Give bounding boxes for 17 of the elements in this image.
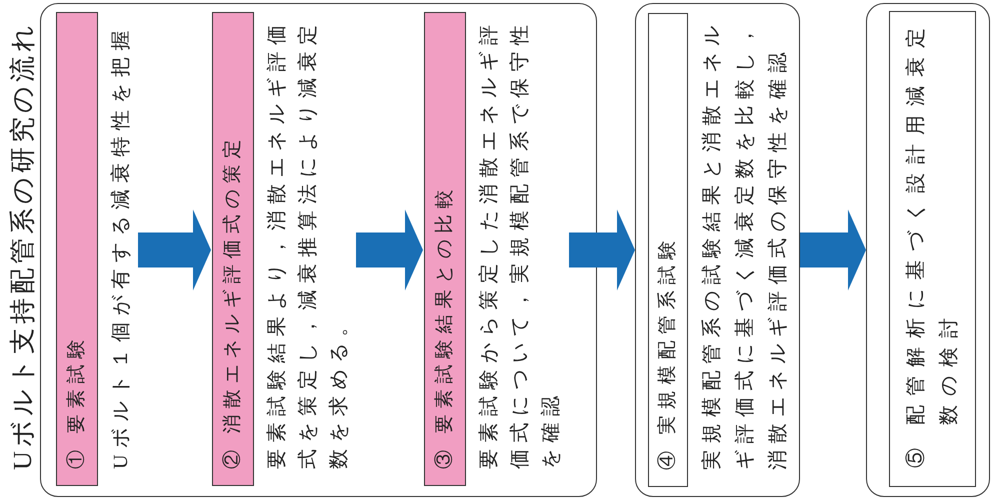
step-header: ② 消散エネルギ評価式の策定 [212, 12, 254, 486]
arrow [356, 210, 423, 290]
step-header: ① 要素試験 [56, 12, 98, 486]
step-header: ③ 要素試験結果との比較 [424, 12, 466, 486]
step-description: 要素試験から策定した消散エネルギ評価式について，実規模配管系で保守性を確認 [477, 18, 563, 469]
conclusion-box: ⑤ 配管解析に基づく設計用減衰定数の検討 [889, 11, 976, 487]
step-description: Uボルト１個が有する減衰特性を把握 [109, 23, 133, 469]
step-description: 要素試験結果より，消散エネルギ評価式を策定し，減衰推算法により減衰定数を求める。 [265, 18, 351, 469]
step-description: 実規模配管系の試験結果と消散エネルギ評価式に基づく減衰定数を比較し，消散エネルギ評価式の保守性を確認 [700, 18, 790, 470]
group-box [40, 3, 597, 497]
diagram-title: Uボルト支持配管系の研究の流れ [7, 21, 38, 470]
arrow [569, 210, 635, 290]
group-box [866, 3, 990, 497]
step-header: ④ 実規模配管系試験 [648, 13, 688, 487]
step-box [635, 3, 800, 497]
arrow [138, 210, 211, 290]
arrow [800, 210, 866, 290]
